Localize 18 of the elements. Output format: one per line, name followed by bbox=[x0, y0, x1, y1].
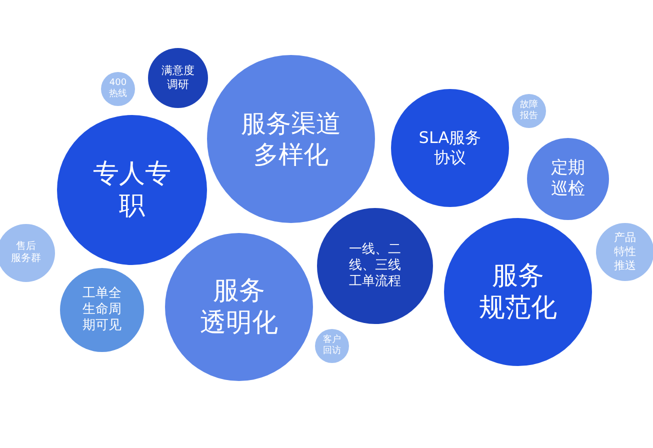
topic-circle bbox=[315, 329, 349, 363]
topic-label: SLA服务协议 bbox=[418, 128, 482, 168]
topic-label: 专人专职 bbox=[93, 158, 171, 222]
topic-circle bbox=[101, 72, 135, 106]
topic-label: 服务渠道多样化 bbox=[241, 108, 341, 170]
topic-label: 定期巡检 bbox=[551, 158, 585, 200]
topic-label: 一线、二线、三线工单流程 bbox=[349, 242, 401, 290]
topic-circle bbox=[0, 224, 55, 282]
topic-label: 工单全生命周期可见 bbox=[82, 286, 122, 334]
topic-circle bbox=[512, 94, 546, 128]
topic-label: 故障报告 bbox=[520, 100, 538, 122]
topic-label: 售后服务群 bbox=[11, 240, 41, 266]
topic-label: 客户回访 bbox=[323, 334, 341, 358]
topic-label: 400热线 bbox=[109, 78, 127, 100]
topic-label: 满意度调研 bbox=[162, 64, 194, 92]
topic-label: 服务规范化 bbox=[479, 260, 557, 324]
topic-label: 产品特性推送 bbox=[614, 231, 636, 273]
topic-label: 服务透明化 bbox=[200, 274, 278, 340]
